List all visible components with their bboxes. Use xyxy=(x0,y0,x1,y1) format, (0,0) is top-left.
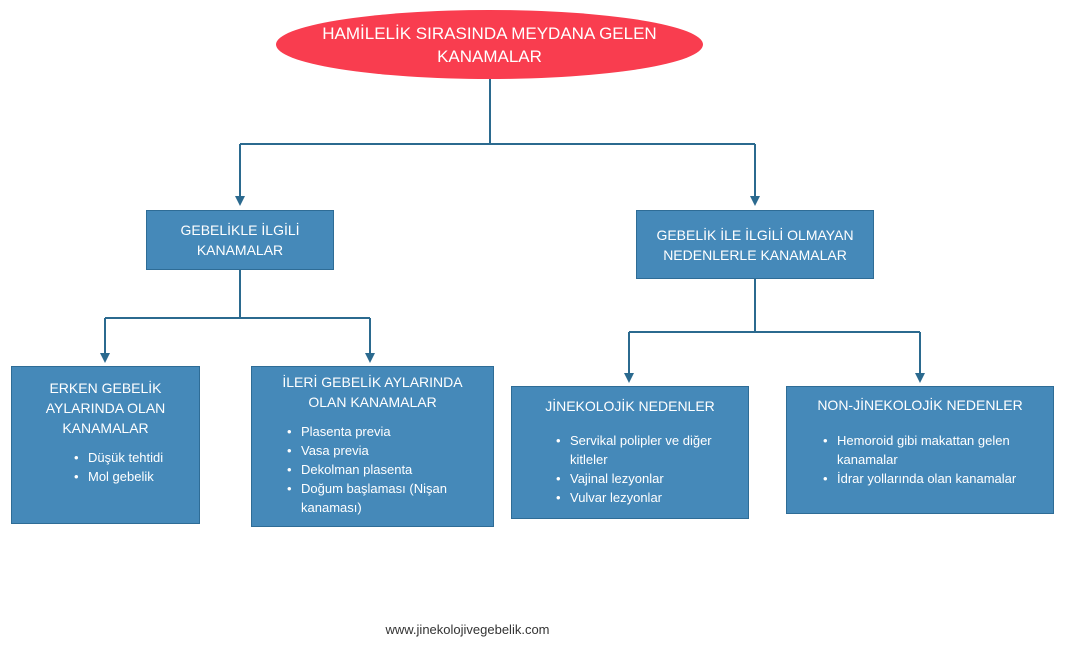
list-item: Vajinal lezyonlar xyxy=(554,469,739,488)
node-non-gynecologic-list: Hemoroid gibi makattan gelen kanamalar İ… xyxy=(821,431,1041,488)
node-early-pregnancy: ERKEN GEBELİK AYLARINDA OLAN KANAMALAR D… xyxy=(11,366,200,524)
list-item: İdrar yollarında olan kanamalar xyxy=(821,469,1041,488)
node-late-pregnancy: İLERİ GEBELİK AYLARINDA OLAN KANAMALAR P… xyxy=(251,366,494,527)
node-gynecologic: JİNEKOLOJİK NEDENLER Servikal polipler v… xyxy=(511,386,749,519)
node-early-pregnancy-title: ERKEN GEBELİK AYLARINDA OLAN KANAMALAR xyxy=(45,380,166,436)
node-late-pregnancy-list: Plasenta previa Vasa previa Dekolman pla… xyxy=(285,422,465,517)
node-gynecologic-list: Servikal polipler ve diğer kitleler Vaji… xyxy=(554,431,739,507)
branch-pregnancy-related-label: GEBELİKLE İLGİLİ KANAMALAR xyxy=(180,222,300,258)
list-item: Plasenta previa xyxy=(285,422,465,441)
root-title-node: HAMİLELİK SIRASINDA MEYDANA GELEN KANAMA… xyxy=(276,10,703,79)
branch-pregnancy-related: GEBELİKLE İLGİLİ KANAMALAR xyxy=(146,210,334,270)
list-item: Hemoroid gibi makattan gelen kanamalar xyxy=(821,431,1041,469)
list-item: Vulvar lezyonlar xyxy=(554,488,739,507)
branch-non-pregnancy-label: GEBELİK İLE İLGİLİ OLMAYAN NEDENLERLE KA… xyxy=(656,226,854,263)
list-item: Servikal polipler ve diğer kitleler xyxy=(554,431,739,469)
root-title-text: HAMİLELİK SIRASINDA MEYDANA GELEN KANAMA… xyxy=(322,23,657,66)
node-gynecologic-title: JİNEKOLOJİK NEDENLER xyxy=(545,398,715,414)
node-non-gynecologic: NON-JİNEKOLOJİK NEDENLER Hemoroid gibi m… xyxy=(786,386,1054,514)
list-item: Düşük tehtidi xyxy=(72,448,199,467)
list-item: Doğum başlaması (Nişan kanaması) xyxy=(285,479,465,517)
branch-non-pregnancy: GEBELİK İLE İLGİLİ OLMAYAN NEDENLERLE KA… xyxy=(636,210,874,279)
list-item: Mol gebelik xyxy=(72,467,199,486)
footer-website: www.jinekolojivegebelik.com xyxy=(385,622,550,637)
node-late-pregnancy-title: İLERİ GEBELİK AYLARINDA OLAN KANAMALAR xyxy=(282,374,463,410)
list-item: Dekolman plasenta xyxy=(285,460,465,479)
node-early-pregnancy-list: Düşük tehtidi Mol gebelik xyxy=(72,448,199,486)
node-non-gynecologic-title: NON-JİNEKOLOJİK NEDENLER xyxy=(817,397,1023,413)
list-item: Vasa previa xyxy=(285,441,465,460)
